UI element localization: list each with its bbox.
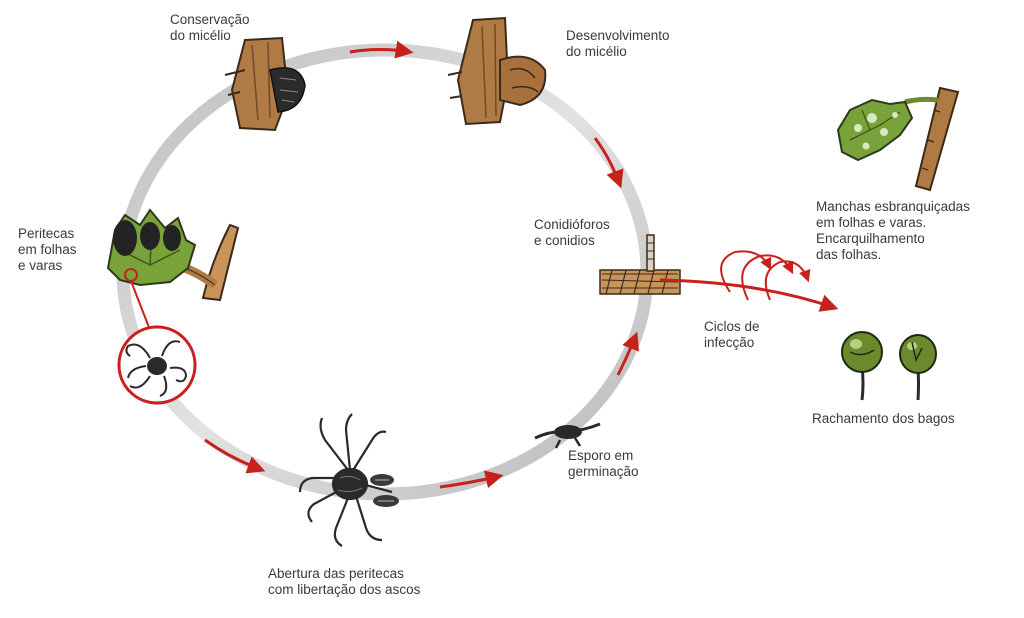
- label-conidioforos: Conidióforos e conidios: [534, 217, 610, 248]
- cracked-berries-illustration: [841, 331, 937, 401]
- label-peritecas: Peritecas em folhas e varas: [18, 226, 77, 273]
- label-manchas: Manchas esbranquiçadas em folhas e varas…: [816, 199, 970, 262]
- abertura-illustration: [298, 413, 399, 547]
- peritecas-illustration: [106, 208, 240, 331]
- leaf-cane-illustration: [836, 86, 960, 192]
- label-abertura: Abertura das peritecas com libertação do…: [268, 566, 421, 597]
- cycle-arrow-right: [616, 331, 640, 376]
- magnified-perithecium: [117, 325, 197, 405]
- label-rachamento: Rachamento dos bagos: [812, 411, 955, 426]
- cycle-arrow-lower-left: [204, 438, 266, 474]
- conservacao-illustration: [224, 36, 306, 132]
- label-ciclos-infeccao: Ciclos de infecção: [704, 319, 760, 350]
- label-esporo: Esporo em germinação: [568, 448, 639, 479]
- cycle-arrow-upper-right: [593, 137, 624, 189]
- esporo-illustration: [534, 422, 601, 449]
- label-conservacao: Conservação do micélio: [170, 12, 250, 43]
- conidioforos-illustration: [599, 234, 681, 295]
- infection-cycles-arrows: [659, 250, 839, 312]
- label-desenvolvimento: Desenvolvimento do micélio: [566, 28, 670, 59]
- cycle-arrows: [204, 40, 640, 489]
- cycle-arrow-top: [349, 40, 414, 59]
- cycle-arrow-lower-right: [439, 470, 504, 489]
- desenvolvimento-illustration: [447, 16, 547, 126]
